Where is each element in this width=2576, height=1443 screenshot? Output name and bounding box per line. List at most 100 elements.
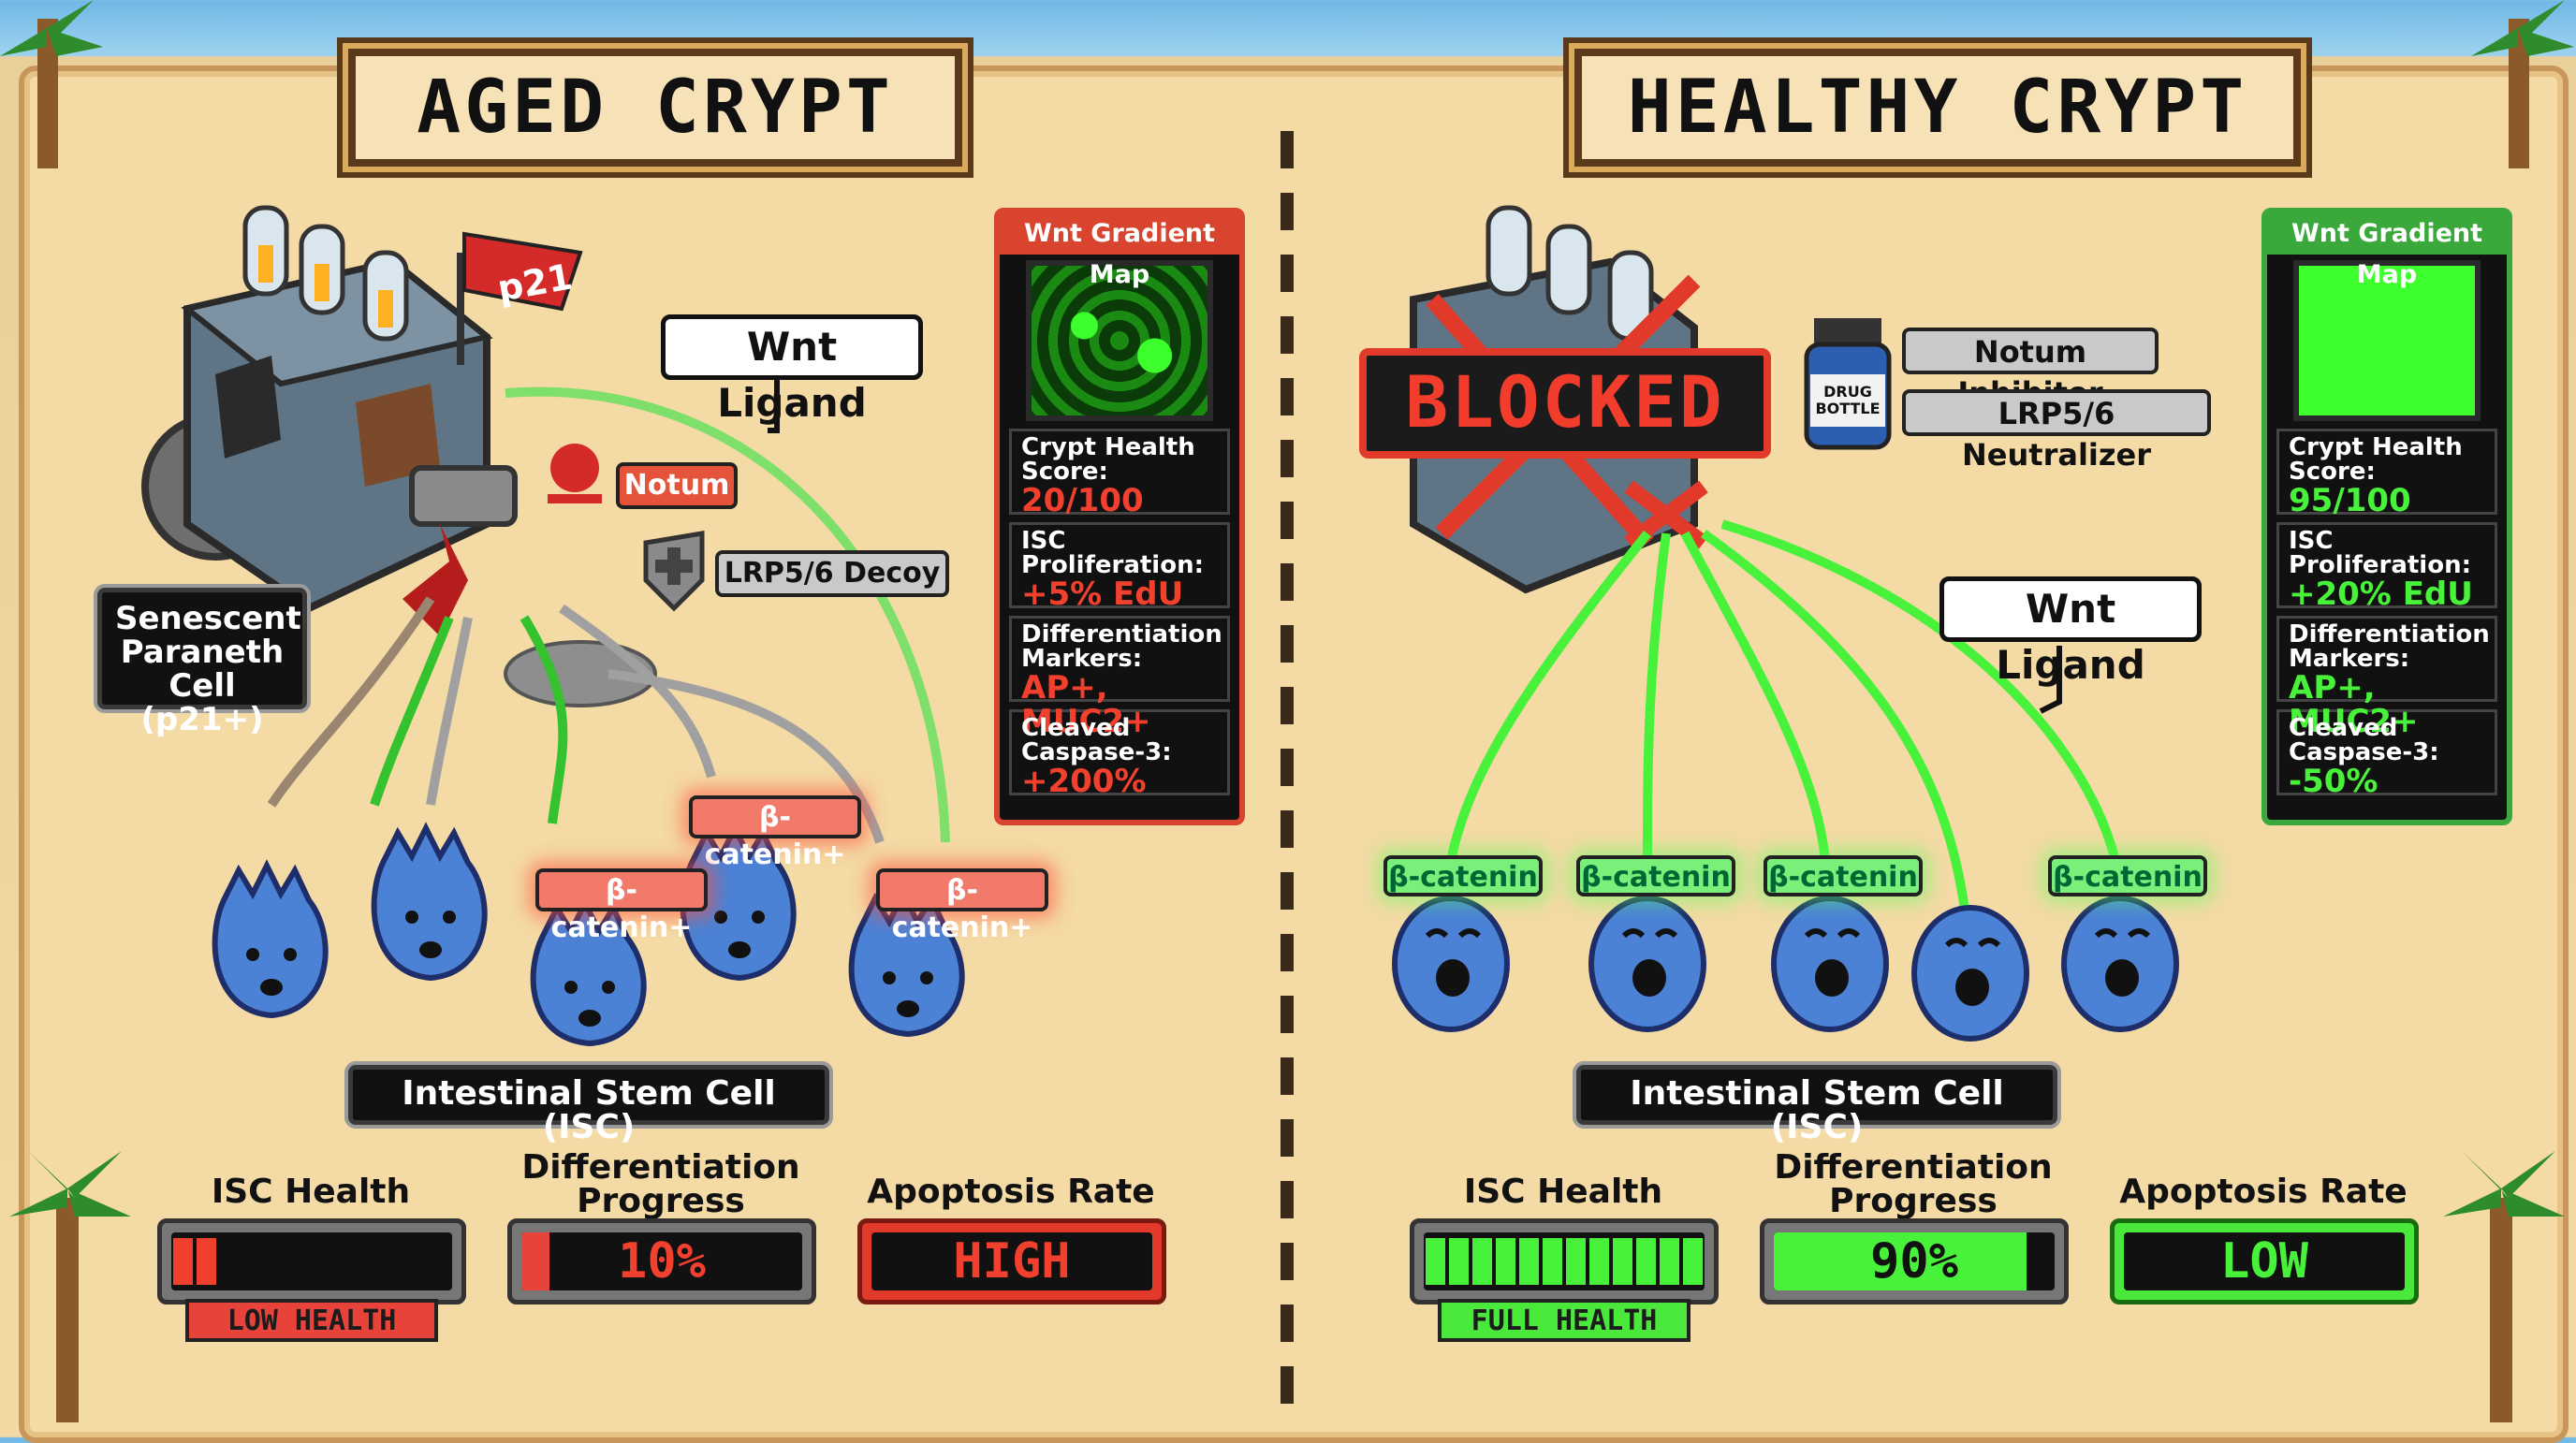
health-segment: [1613, 1238, 1632, 1285]
panel-stat-value: -50%: [2289, 763, 2378, 800]
panel-stat-value: 20/100: [1021, 482, 1144, 519]
isc-label-aged: Intestinal Stem Cell (ISC): [348, 1065, 829, 1144]
panel-stat: Differentiation Markers:AP+, MUC2+: [1009, 616, 1230, 738]
differentiation-fill-healthy: [1774, 1232, 2027, 1290]
drug-bottle-icon: [1804, 318, 1892, 450]
panel-stat-value: AP+, MUC2+: [2289, 669, 2419, 740]
health-segment: [1636, 1238, 1656, 1285]
health-segment: [1660, 1238, 1679, 1285]
health-segment: [337, 1238, 357, 1285]
panel-stat: Cleaved Caspase-3:-50%: [2276, 709, 2497, 800]
panel-stat: Crypt Health Score:20/100: [1009, 429, 1230, 519]
apoptosis-label-healthy: Apoptosis Rate: [2119, 1173, 2408, 1211]
aged-isc-cells: [212, 822, 965, 1047]
drug-bottle-label: DRUG BOTTLE: [1815, 383, 1881, 417]
notum-tag: Notum: [616, 462, 738, 509]
palm-tree-icon: [2471, 0, 2574, 168]
panel-header: Wnt Gradient Map: [1000, 213, 1239, 289]
low-health-badge: LOW HEALTH: [185, 1299, 438, 1342]
health-segment: [220, 1238, 240, 1285]
palm-tree-icon: [2443, 1151, 2565, 1422]
healthy-wnt-flow: [1446, 519, 2120, 918]
health-segment: [1566, 1238, 1586, 1285]
health-segment: [290, 1238, 310, 1285]
beta-catenin-tag: β-catenin: [1764, 855, 1923, 896]
apoptosis-value-aged: HIGH: [953, 1233, 1071, 1290]
differentiation-bar-healthy: 90%: [1760, 1218, 2069, 1305]
panel-stat-label: ISC Proliferation:: [2289, 527, 2471, 579]
panel-stat-value: AP+, MUC2+: [1021, 669, 1151, 740]
panel-stat-value: +5% EdU: [1021, 576, 1184, 613]
aged-cell-faces: [246, 911, 933, 1027]
differentiation-value-healthy: 90%: [1870, 1233, 1958, 1290]
panel-stat-label: Crypt Health Score:: [1021, 433, 1195, 486]
palm-tree-icon: [9, 1151, 131, 1422]
differentiation-label-healthy: Differentiation Progress: [1774, 1148, 2053, 1220]
panel-stat-label: Cleaved Caspase-3:: [1021, 714, 1172, 766]
full-health-badge: FULL HEALTH: [1438, 1299, 1690, 1342]
wnt-gradient-panel-aged: Wnt Gradient Map Crypt Health Score:20/1…: [994, 208, 1245, 825]
callout-pointer-icon: [2039, 646, 2062, 714]
health-segment: [1449, 1238, 1469, 1285]
panel-stat-label: Differentiation Markers:: [2289, 620, 2490, 673]
aged-crypt-title: AGED CRYPT: [348, 49, 962, 167]
panel-stat: ISC Proliferation:+20% EdU: [2276, 522, 2497, 613]
apoptosis-track-aged: HIGH: [871, 1232, 1152, 1290]
panel-stat: Differentiation Markers:AP+, MUC2+: [2276, 616, 2497, 738]
isc-health-label-aged: ISC Health: [211, 1173, 411, 1211]
health-segment: [1496, 1238, 1515, 1285]
palm-tree-icon: [0, 0, 103, 168]
panel-stat-value: +20% EdU: [2289, 576, 2473, 613]
panel-stat-label: Cleaved Caspase-3:: [2289, 714, 2439, 766]
panel-header: Wnt Gradient Map: [2267, 213, 2507, 289]
apoptosis-value-healthy: LOW: [2220, 1233, 2308, 1290]
isc-health-bar-healthy: [1410, 1218, 1719, 1305]
isc-health-fill-track-aged: [171, 1232, 452, 1290]
health-segment: [173, 1238, 193, 1285]
panel-stat-label: Differentiation Markers:: [1021, 620, 1222, 673]
panel-stat-value: 95/100: [2289, 482, 2411, 519]
beta-catenin-tag: β-catenin+: [876, 868, 1048, 944]
wnt-gradient-map-healthy: [2293, 260, 2481, 421]
isc-health-bar-aged: [157, 1218, 466, 1305]
wnt-ligand-callout-healthy: Wnt Ligand: [1939, 576, 2202, 688]
decoy-shield-icon: [643, 531, 705, 612]
center-divider: [1281, 131, 1294, 1422]
health-segment: [1472, 1238, 1492, 1285]
differentiation-fill-aged: [521, 1232, 549, 1290]
beta-catenin-tag: β-catenin+: [535, 868, 708, 944]
health-segment: [267, 1238, 286, 1285]
beta-catenin-tag: β-catenin+: [689, 795, 861, 871]
health-segment: [314, 1238, 333, 1285]
panel-stat-value: +200%: [1021, 763, 1147, 800]
callout-pointer-icon: [768, 374, 780, 433]
healthy-crypt-title: HEALTHY CRYPT: [1574, 49, 2301, 167]
healthy-cell-faces: [1425, 928, 2151, 948]
health-segment: [384, 1238, 403, 1285]
apoptosis-label-aged: Apoptosis Rate: [867, 1173, 1155, 1211]
isc-health-fill-track-healthy: [1424, 1232, 1705, 1290]
health-segment: [197, 1238, 216, 1285]
differentiation-track-healthy: 90%: [1774, 1232, 2055, 1290]
healthy-cell-mouths: [1436, 959, 2139, 1006]
isc-health-label-healthy: ISC Health: [1463, 1173, 1663, 1211]
health-segment: [431, 1238, 450, 1285]
health-segment: [1543, 1238, 1562, 1285]
notum-skull-icon: [548, 444, 602, 503]
health-segment: [1683, 1238, 1703, 1285]
health-segment: [1589, 1238, 1609, 1285]
wnt-ligand-callout-aged: Wnt Ligand: [661, 314, 923, 426]
health-segment: [243, 1238, 263, 1285]
notum-inhibitor-tag: Notum Inhibitor: [1902, 328, 2159, 411]
wnt-gradient-map-aged: [1026, 260, 1213, 421]
health-segment: [407, 1238, 427, 1285]
differentiation-bar-aged: 10%: [507, 1218, 816, 1305]
health-segment: [360, 1238, 380, 1285]
beta-catenin-tag: β-catenin: [1383, 855, 1543, 896]
beta-catenin-tag: β-catenin: [2048, 855, 2207, 896]
panel-stat: Cleaved Caspase-3:+200%: [1009, 709, 1230, 800]
panel-stat: ISC Proliferation:+5% EdU: [1009, 522, 1230, 613]
panel-stat: Crypt Health Score:95/100: [2276, 429, 2497, 519]
isc-label-healthy: Intestinal Stem Cell (ISC): [1576, 1065, 2057, 1144]
